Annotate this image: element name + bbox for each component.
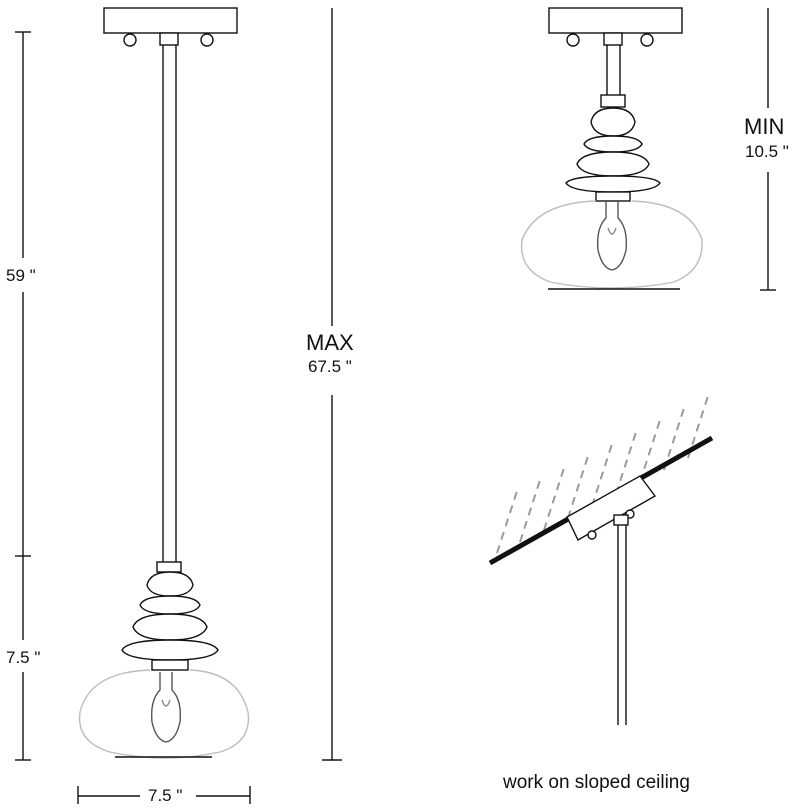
canopy xyxy=(103,7,238,34)
min-value: 10.5 " xyxy=(745,142,789,161)
width-dimension-line xyxy=(77,786,251,804)
max-dimension-line xyxy=(322,8,342,761)
width-7-5-label: 7.5 " xyxy=(148,786,183,805)
glass-shade xyxy=(78,669,250,759)
max-label: MAX xyxy=(306,330,354,355)
pendant-max-drawing xyxy=(78,7,250,759)
min-label: MIN xyxy=(744,114,785,139)
max-value: 67.5 " xyxy=(308,357,352,376)
sloped-ceiling-caption: work on sloped ceiling xyxy=(503,772,690,793)
min-dimension-line xyxy=(760,8,776,291)
height-59-label: 59 " xyxy=(6,266,36,285)
height-7-5-label: 7.5 " xyxy=(6,648,41,667)
height-dimension-lines xyxy=(15,31,31,761)
pendant-min-drawing xyxy=(520,7,703,290)
sloped-ceiling-illustration xyxy=(488,392,714,725)
canopy xyxy=(548,7,683,34)
bulb xyxy=(150,672,182,743)
sloped-canopy xyxy=(566,475,657,541)
